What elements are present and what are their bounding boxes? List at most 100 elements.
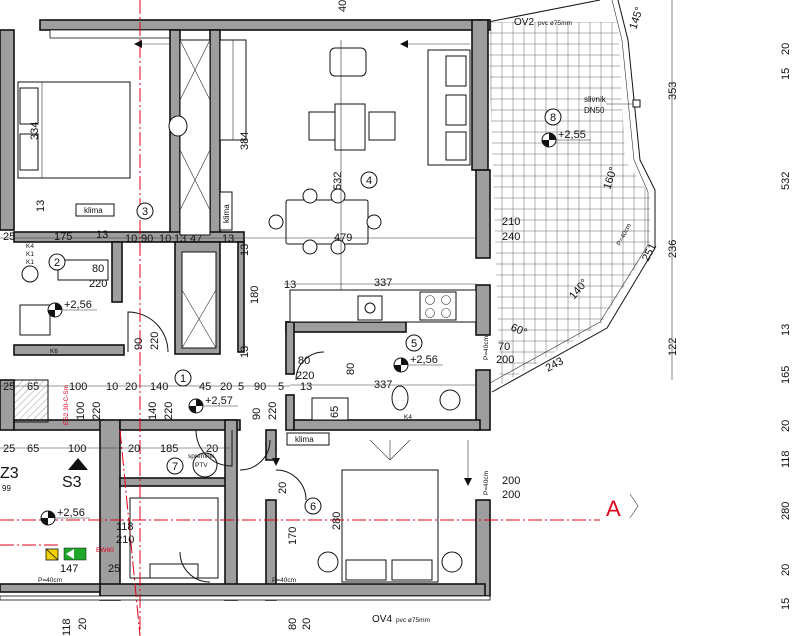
dim-100-a: 100 bbox=[69, 381, 87, 393]
level-value: +2,56 bbox=[410, 354, 438, 366]
dim-210-b: 210 bbox=[502, 216, 520, 228]
dim-20-b: 20 bbox=[220, 381, 232, 393]
dim-90-a: 90 bbox=[141, 233, 153, 245]
dim-70: 70 bbox=[498, 341, 510, 353]
parapet-5: P=40cm bbox=[483, 471, 490, 495]
staircase-label: S3 bbox=[62, 474, 82, 491]
dim-120: 118 bbox=[61, 618, 73, 636]
dim-20-d: 20 bbox=[206, 443, 218, 455]
parapet-3: P=40cm bbox=[616, 222, 633, 247]
dim-236: 236 bbox=[667, 240, 679, 258]
parapet-2: P=40cm bbox=[272, 577, 296, 584]
side-dim-20-c: 20 bbox=[780, 564, 792, 576]
dim-220-a: 220 bbox=[89, 278, 107, 290]
dim-10-a: 10 bbox=[125, 233, 137, 245]
socket-k4: K4 bbox=[404, 414, 412, 421]
section-axis-marker bbox=[629, 493, 639, 519]
dim-532-side: 532 bbox=[780, 172, 792, 190]
drain-spec-top: pvc ø75mm bbox=[538, 20, 572, 27]
dim-65-a: 65 bbox=[27, 381, 39, 393]
dim-65-b: 65 bbox=[329, 406, 341, 418]
side-dim-20-b: 20 bbox=[780, 420, 792, 432]
dim-25-b: 25 bbox=[3, 381, 15, 393]
smoke-detector-label: ES2 30-C-Sm bbox=[63, 385, 70, 425]
dim-353: 353 bbox=[667, 82, 679, 100]
room-number: 8 bbox=[550, 112, 556, 124]
ac-label-corridor: klima bbox=[295, 435, 314, 444]
drain-label-top: OV2 bbox=[514, 17, 534, 28]
room-number-circle bbox=[544, 108, 562, 126]
room-number: 2 bbox=[54, 257, 60, 269]
plan-labels: OV2 pvc ø75mm OV4 pvc ø75mm slivnik DN50… bbox=[0, 17, 641, 625]
dim-13-c: 13 bbox=[174, 233, 186, 245]
dim-20-c: 20 bbox=[128, 443, 140, 455]
room-number: 5 bbox=[411, 338, 417, 350]
ac-label-wardrobe: klima bbox=[222, 204, 231, 223]
terrace-outline bbox=[487, 0, 601, 23]
room-number-circle bbox=[360, 171, 378, 189]
level-marker-icon bbox=[40, 510, 56, 526]
dim-20-g: 20 bbox=[301, 618, 313, 630]
dim-13-d: 13 bbox=[222, 233, 234, 245]
side-dim-13: 13 bbox=[780, 324, 792, 336]
parapet-4: P=40cm bbox=[483, 336, 490, 360]
dim-90-c: 90 bbox=[254, 381, 266, 393]
dim-180: 180 bbox=[249, 286, 261, 304]
spiral-staircase-arrow-icon bbox=[134, 40, 472, 486]
level-value: +2,55 bbox=[558, 129, 586, 141]
dim-200-b: 200 bbox=[502, 475, 520, 487]
room-number: 6 bbox=[310, 501, 316, 513]
fire-extinguisher-icon bbox=[45, 548, 59, 561]
dim-185: 185 bbox=[160, 443, 178, 455]
level-value: +2,57 bbox=[205, 395, 233, 407]
dim-100-c: 100 bbox=[68, 443, 86, 455]
dim-200-c: 200 bbox=[502, 489, 520, 501]
dim-220-b: 220 bbox=[149, 332, 161, 350]
terrace-railing-inner bbox=[489, 0, 649, 384]
terrace-tile-grid bbox=[488, 22, 650, 385]
room-number: 3 bbox=[142, 206, 148, 218]
level-markers: +2,55+2,56+2,56+2,57+2,56 bbox=[40, 129, 591, 526]
dim-220-c: 220 bbox=[296, 370, 314, 382]
top-dim-40: 40 bbox=[337, 0, 349, 12]
dim-13-a: 13 bbox=[35, 200, 47, 212]
fire-rating-label: EW60 bbox=[96, 547, 114, 554]
zone-label: Z3 bbox=[0, 465, 19, 482]
dim-20-a: 20 bbox=[125, 381, 137, 393]
dim-118: 118 bbox=[116, 521, 134, 533]
side-dim-280: 280 bbox=[780, 502, 792, 520]
boiler-label: spremnik bbox=[188, 453, 215, 460]
dim-25-a: 25 bbox=[3, 231, 15, 243]
dim-10-c: 10 bbox=[106, 381, 118, 393]
dim-90-b: 90 bbox=[133, 338, 145, 350]
dim-65-c: 65 bbox=[27, 443, 39, 455]
level-value: +2,56 bbox=[64, 299, 92, 311]
dim-280-a: 280 bbox=[331, 512, 343, 530]
dim-220-e: 220 bbox=[163, 402, 175, 420]
dim-80-a: 80 bbox=[92, 263, 104, 275]
dim-175: 175 bbox=[54, 231, 72, 243]
level-marker-icon bbox=[541, 132, 557, 148]
dim-5-a: 5 bbox=[238, 381, 244, 393]
ac-label-bedroom: klima bbox=[84, 206, 103, 215]
dim-13-e: 13 bbox=[239, 244, 251, 256]
dim-140-a: 140 bbox=[150, 381, 168, 393]
dim-334: 334 bbox=[29, 122, 41, 140]
angle-145: 145° bbox=[627, 6, 645, 31]
dim-13-f: 13 bbox=[239, 346, 251, 358]
dim-25-c: 25 bbox=[3, 443, 15, 455]
furniture bbox=[17, 39, 477, 583]
room-number-circle bbox=[405, 334, 423, 352]
room-number-circle bbox=[48, 253, 66, 271]
side-dim-165: 165 bbox=[780, 366, 792, 384]
dim-220-d: 220 bbox=[91, 402, 103, 420]
socket-k-2: K1 bbox=[26, 259, 34, 266]
dim-220-f: 220 bbox=[267, 402, 279, 420]
socket-k-1: K1 bbox=[26, 251, 34, 258]
room-number-circle bbox=[304, 497, 322, 515]
exit-sign-icon bbox=[63, 547, 87, 561]
level-marker-icon bbox=[188, 398, 204, 414]
